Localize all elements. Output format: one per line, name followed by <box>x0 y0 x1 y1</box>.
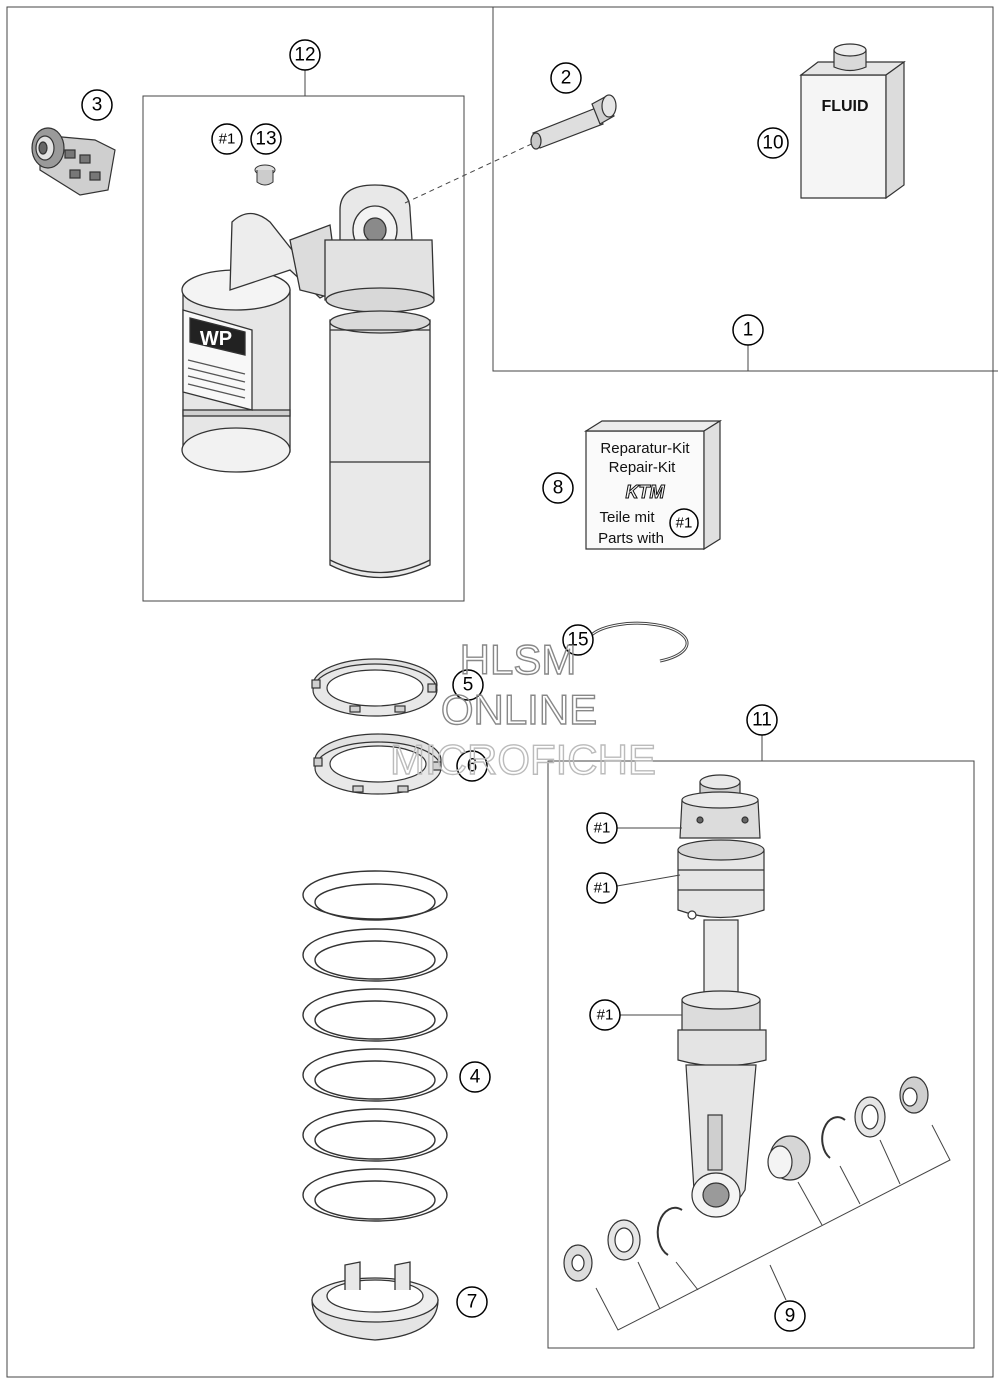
callout-13: 13 <box>255 129 276 150</box>
callout-ref-11b: #1 <box>594 880 611 897</box>
watermark: HLSM ONLINE MICROFICHE <box>389 635 656 783</box>
callout-9: 9 <box>785 1306 796 1327</box>
callout-15: 15 <box>567 630 588 651</box>
bolt-alignment-line <box>404 139 541 204</box>
callout-ref-12: #1 <box>219 131 236 148</box>
callout-9-circle <box>774 1300 806 1332</box>
callout-2: 2 <box>561 68 572 89</box>
callout-11-circle <box>746 704 778 736</box>
callout-12: 12 <box>294 45 315 66</box>
coil-spring-part <box>302 870 448 1222</box>
callout-ref-11a: #1 <box>594 820 611 837</box>
fluid-label: FLUID <box>821 98 868 115</box>
callout-12-circle <box>289 39 321 71</box>
shock-brand-label: WP <box>200 328 232 350</box>
callout-ref-11c: #1 <box>597 1007 614 1024</box>
callout-7: 7 <box>467 1292 478 1313</box>
callout-11: 11 <box>752 710 772 731</box>
watermark-line-2: ONLINE <box>441 686 597 733</box>
leader-9-bracket <box>595 1124 951 1331</box>
repair-kit-title-en: Repair-Kit <box>609 459 677 476</box>
bearing-set-part <box>563 1076 929 1282</box>
callout-6: 6 <box>467 756 478 777</box>
callout-1-circle <box>732 314 764 346</box>
snap-ring-part <box>585 621 689 663</box>
plug-part-13 <box>254 164 276 186</box>
callout-4-circle <box>459 1061 491 1093</box>
callout-ref-kit: #1 <box>676 515 693 532</box>
repair-kit-brand: KTM <box>626 482 666 502</box>
diagram-frame <box>6 6 994 1378</box>
callout-1: 1 <box>743 320 754 341</box>
watermark-line-3: MICROFICHE <box>390 736 656 783</box>
adjuster-knob-part <box>31 127 116 196</box>
callout-8-circle <box>542 472 574 504</box>
repair-kit-title-de: Reparatur-Kit <box>600 440 690 457</box>
callout-3: 3 <box>92 95 103 116</box>
callout-3-circle <box>81 89 113 121</box>
callout-6-circle <box>456 750 488 782</box>
callout-ref-kit-circle <box>669 508 699 538</box>
callout-ref-11a-circle <box>586 812 618 844</box>
spring-seat-part <box>311 1261 439 1341</box>
callout-ref-11c-circle <box>589 999 621 1031</box>
damper-rod-assembly-part <box>677 774 767 1218</box>
callout-10-circle <box>757 127 789 159</box>
group-12-box <box>142 95 465 602</box>
callout-15-circle <box>562 624 594 656</box>
fluid-bottle-part: FLUID <box>799 43 906 200</box>
mounting-bolt-part <box>530 94 617 150</box>
leader-ref-b <box>616 874 681 887</box>
leader-9-ticks <box>637 1139 901 1310</box>
callout-2-circle <box>550 62 582 94</box>
callout-7-circle <box>456 1286 488 1318</box>
spring-nut-part-5 <box>311 658 438 717</box>
watermark-line-1: HLSM <box>460 636 577 683</box>
callout-ref-11b-circle <box>586 872 618 904</box>
repair-kit-parts-en: Parts with <box>598 530 664 547</box>
callout-ref-12-circle <box>211 123 243 155</box>
callouts: 12 3 #1 13 2 10 1 8 15 5 11 6 #1 #1 #1 4 <box>81 39 806 1332</box>
callout-8: 8 <box>553 478 564 499</box>
group-1-box <box>492 7 998 372</box>
callout-13-circle <box>250 123 282 155</box>
lock-nut-part-6 <box>313 733 442 795</box>
callout-5-circle <box>452 669 484 701</box>
callout-10: 10 <box>762 133 783 154</box>
callout-5: 5 <box>463 675 474 696</box>
group-11-box <box>547 760 975 1349</box>
callout-4: 4 <box>470 1067 481 1088</box>
shock-body-part: WP <box>181 184 435 579</box>
repair-kit-parts-de: Teile mit <box>599 509 655 526</box>
